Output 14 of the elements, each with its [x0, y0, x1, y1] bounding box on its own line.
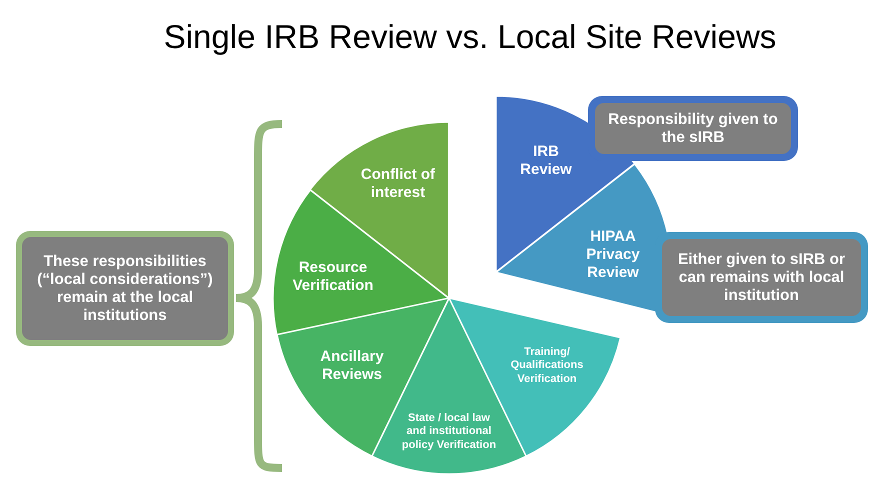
slice-label: Ancillary Reviews: [319, 348, 385, 384]
callout-text: Either given to sIRB or can remains with local institution: [662, 239, 861, 316]
slice-label: HIPAA Privacy Review: [585, 228, 641, 282]
slice-label: Resource Verification: [292, 258, 374, 295]
callout-text: Responsibility given to the sIRB: [595, 103, 791, 154]
slice-label: Training/ Qualifications Verification: [510, 346, 584, 386]
callout-box: [588, 96, 798, 161]
title: Single IRB Review vs. Local Site Reviews: [162, 18, 778, 56]
callout-text: These responsibilities (“local considerations”) remain at the local institutions: [22, 237, 228, 340]
callout-box: [655, 232, 868, 323]
slice-label: State / local law and institutional policy Verification: [400, 412, 497, 452]
slice-label: Conflict of interest: [360, 166, 436, 202]
slice-label: IRB Review: [519, 143, 573, 179]
callout-box: [16, 231, 234, 346]
